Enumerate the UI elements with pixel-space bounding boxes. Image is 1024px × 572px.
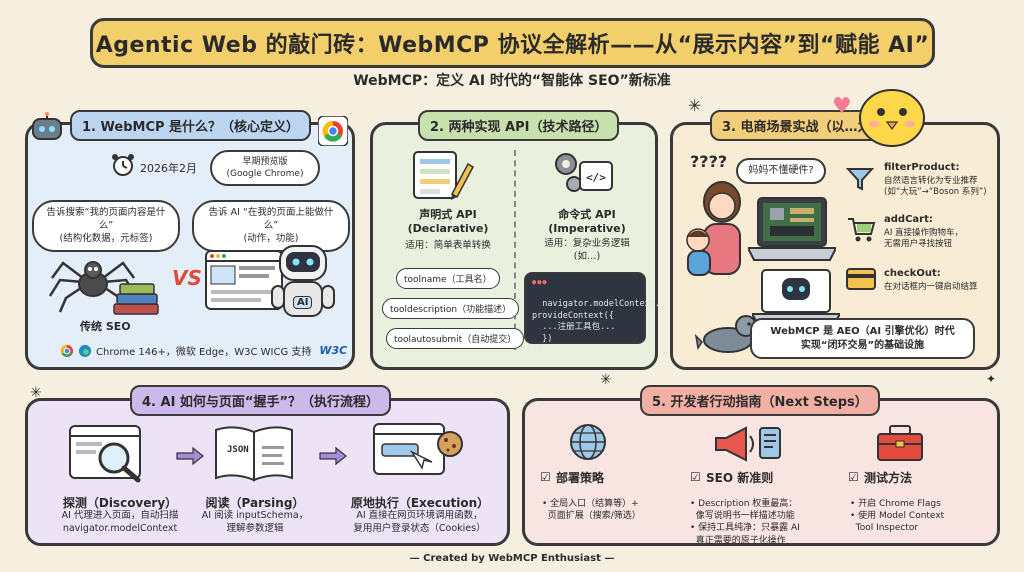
seal-icon xyxy=(694,308,758,360)
webmcp-bubble: 告诉 AI “在我的页面上能做什么” (动作，功能) xyxy=(192,200,350,253)
code-snippet: ●●●navigator.modelContext. provideContex… xyxy=(524,272,660,355)
filter-funnel-icon xyxy=(845,166,875,196)
mom-child-icon xyxy=(680,180,760,284)
edge-icon xyxy=(78,344,92,357)
ai-robot-icon xyxy=(268,240,338,328)
panel1-title: 1. WebMCP 是什么？（核心定义） xyxy=(70,110,312,141)
declarative-use: 适用：简单表单转换 xyxy=(405,240,491,251)
step-discovery-desc: AI 代理进入页面，自动扫描 navigator.modelContext xyxy=(61,510,179,534)
svg-text:</>: </> xyxy=(586,171,606,184)
alarm-clock-icon xyxy=(110,152,136,182)
chick-mascot-icon xyxy=(852,78,932,152)
sparkle-icon: ✳ xyxy=(600,372,612,388)
robot-ai-label: AI xyxy=(293,296,313,309)
window-dots-icon: ●●● xyxy=(532,278,548,286)
step-execution-desc: AI 直接在网页环境调用函数， 复用用户登录状态（Cookies） xyxy=(353,510,486,534)
globe-icon xyxy=(568,422,608,466)
robot-head-icon xyxy=(30,112,64,146)
page-subtitle: WebMCP：定义 AI 时代的“智能体 SEO”新标准 xyxy=(353,73,671,89)
arrow-right-icon xyxy=(318,446,348,470)
page-title: Agentic Web 的敲门砖：WebMCP 协议全解析——从“展示内容”到“… xyxy=(90,18,935,68)
mom-bubble: 妈妈不懂硬件? xyxy=(736,158,826,184)
traditional-seo-bubble: 告诉搜索“我的页面内容是什么” (结构化数据，元标签) xyxy=(32,200,180,253)
support-row: Chrome 146+，微软 Edge，W3C WICG 支持 W3C xyxy=(60,343,347,358)
preview-badge: 早期预览版 (Google Chrome) xyxy=(210,150,320,187)
credit-card-icon xyxy=(846,268,876,294)
guide-deploy-desc: • 全局入口（结算等）+ 页面扩展（搜索/筛选） xyxy=(542,499,641,522)
tag-tooldescription: tooldescription（功能描述） xyxy=(382,298,520,319)
checkbox-icon: ☑ xyxy=(690,470,701,484)
toolbox-icon xyxy=(876,424,924,466)
versus-label: VS xyxy=(172,266,202,290)
guide-seo-title: SEO 新准则 xyxy=(706,471,774,485)
panel2-title: 2. 两种实现 API（技术路径） xyxy=(418,110,620,141)
item-addcart-desc: AI 直接操作购物车， 无需用户寻找按钮 xyxy=(884,228,964,250)
step-discovery-title: 探测（Discovery） xyxy=(62,496,178,510)
tag-toolname: toolname（工具名） xyxy=(396,268,500,289)
item-checkout-desc: 在对话框内一键启动结算 xyxy=(884,282,978,292)
traditional-seo-label: 传统 SEO xyxy=(80,320,131,333)
step-parsing-desc: AI 阅读 inputSchema， 理解参数逻辑 xyxy=(201,510,309,534)
shopping-cart-icon xyxy=(846,216,876,248)
declarative-title: 声明式 API (Declarative) xyxy=(407,208,489,236)
panel4-title: 4. AI 如何与页面“握手”？（执行流程） xyxy=(130,385,392,416)
laptop-motherboard-icon xyxy=(746,196,838,266)
sparkle-icon: ✳ xyxy=(30,385,42,401)
heart-icon: ♥ xyxy=(832,94,852,119)
panel-developer-guide xyxy=(522,398,1000,546)
guide-seo-desc: • Description 权重最高： 像写说明书一样描述功能• 保持工具纯净：… xyxy=(690,499,800,546)
item-filter-title: filterProduct: xyxy=(884,162,960,173)
guide-deploy-title: 部署策略 xyxy=(556,471,605,485)
sparkle-icon: ✦ xyxy=(986,372,997,386)
step-execution-title: 原地执行（Execution） xyxy=(350,496,490,510)
gears-code-icon: </> xyxy=(552,148,614,208)
chrome-icon xyxy=(60,344,74,357)
tag-toolautosubmit: toolautosubmit（自动提交） xyxy=(386,328,525,349)
api-divider xyxy=(514,150,516,350)
release-date: 2026年2月 xyxy=(140,162,197,175)
item-checkout-title: checkOut: xyxy=(884,268,941,279)
browser-window-icon xyxy=(205,250,283,314)
footer-credit: — Created by WebMCP Enthusiast — xyxy=(409,553,615,564)
magnifier-browser-icon xyxy=(68,424,148,488)
browser-click-cookie-icon xyxy=(372,422,466,488)
ecommerce-conclusion: WebMCP 是 AEO（AI 引擎优化）时代 实现“闭环交易”的基础设施 xyxy=(750,318,975,359)
imperative-use: 适用：复杂业务逻辑 (如…) xyxy=(544,238,630,262)
item-filter-desc: 自然语言转化为专业推荐 (如“大玩”→“Boson 系列”) xyxy=(884,176,987,198)
arrow-right-icon xyxy=(175,446,205,470)
support-text: Chrome 146+，微软 Edge，W3C WICG 支持 xyxy=(96,347,312,358)
w3c-logo: W3C xyxy=(319,344,348,357)
step-parsing-title: 阅读（Parsing） xyxy=(205,496,305,510)
form-pencil-icon xyxy=(412,150,474,206)
guide-test-title: 测试方法 xyxy=(864,471,913,485)
megaphone-icon xyxy=(712,424,782,468)
checkbox-icon: ☑ xyxy=(540,470,551,484)
question-marks: ???? xyxy=(690,152,728,171)
json-book-icon xyxy=(212,422,296,488)
guide-test-desc: • 开启 Chrome Flags• 使用 Model Context Tool… xyxy=(850,499,945,534)
panel5-title: 5. 开发者行动指南（Next Steps） xyxy=(640,385,880,416)
book-json-label: JSON xyxy=(227,445,249,455)
imperative-title: 命令式 API (Imperative) xyxy=(548,208,626,236)
books-icon xyxy=(112,282,162,320)
checkbox-icon: ☑ xyxy=(848,470,859,484)
sparkle-icon: ✳ xyxy=(688,96,702,115)
chrome-icon xyxy=(317,115,349,150)
item-addcart-title: addCart: xyxy=(884,214,933,225)
